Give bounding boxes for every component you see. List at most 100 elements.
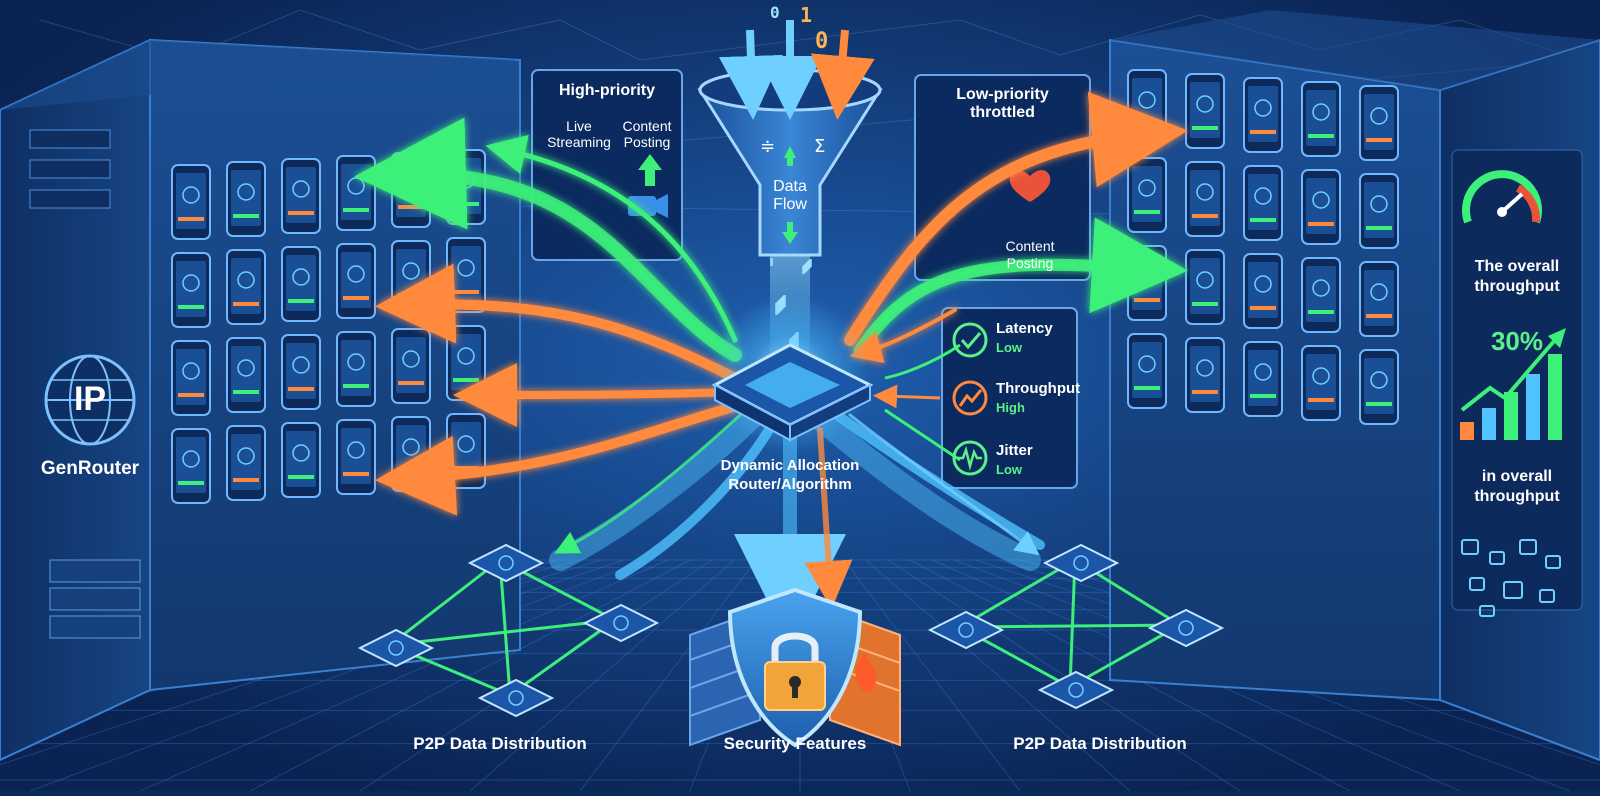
phone-device bbox=[281, 158, 321, 234]
phone-device bbox=[1301, 257, 1341, 333]
low-priority-title-line-2: throttled bbox=[970, 104, 1035, 121]
p2p-device bbox=[357, 628, 435, 668]
network-line bbox=[419, 19, 561, 51]
p2p-device bbox=[582, 603, 660, 643]
p2p-link bbox=[509, 618, 616, 697]
grid-line bbox=[29, 559, 647, 792]
phone-device bbox=[1359, 173, 1399, 249]
heart-icon bbox=[1009, 169, 1051, 202]
binary-digit: 1 bbox=[800, 3, 812, 27]
phone-device bbox=[1127, 333, 1167, 409]
phone-device bbox=[1243, 77, 1283, 153]
low-priority-flows bbox=[375, 91, 1188, 516]
phone-device bbox=[1243, 341, 1283, 417]
network-line bbox=[299, 9, 421, 51]
network-line bbox=[639, 19, 961, 61]
high-priority-title: High-priority bbox=[559, 82, 655, 99]
data-bit bbox=[802, 266, 805, 274]
phone-device bbox=[171, 252, 211, 328]
phone-device bbox=[1301, 169, 1341, 245]
right-side-panel bbox=[1451, 149, 1583, 611]
overall-throughput-title-line-1: The overall bbox=[1474, 258, 1560, 275]
phone-device bbox=[336, 419, 376, 495]
p2p-left-network bbox=[357, 543, 660, 718]
phone-device bbox=[391, 152, 431, 228]
phone-device bbox=[1359, 85, 1399, 161]
funnel-label-line-2: Flow bbox=[773, 196, 807, 213]
svg-text:≑: ≑ bbox=[760, 136, 775, 157]
speedometer-icon bbox=[1462, 170, 1542, 224]
padlock-icon bbox=[764, 632, 826, 711]
phone-device bbox=[1127, 245, 1167, 321]
grid-line bbox=[579, 559, 757, 792]
throughput-caption-line-1: in overall bbox=[1481, 468, 1553, 485]
phone-device bbox=[446, 325, 486, 401]
content-posting-line-2: Posting bbox=[623, 134, 671, 150]
content-posting-line-1: Content bbox=[622, 118, 672, 134]
p2p-device bbox=[927, 610, 1005, 650]
p2p-device bbox=[1147, 608, 1225, 648]
phone-device bbox=[226, 249, 266, 325]
growth-trend-arrow bbox=[1460, 328, 1566, 412]
phone-device bbox=[1301, 81, 1341, 157]
network-line bbox=[559, 19, 641, 61]
check-icon bbox=[952, 322, 988, 358]
growth-bar bbox=[1504, 392, 1518, 440]
growth-bar-chart bbox=[1460, 354, 1562, 440]
network-line bbox=[1059, 14, 1201, 56]
svg-text:Σ: Σ bbox=[814, 136, 825, 157]
phone-device bbox=[1185, 337, 1225, 413]
phone-device bbox=[1185, 73, 1225, 149]
phone-device bbox=[1243, 253, 1283, 329]
phone-device bbox=[281, 422, 321, 498]
grid-line bbox=[843, 559, 1021, 792]
phone-device bbox=[1359, 349, 1399, 425]
left-rack-vents bbox=[29, 129, 141, 639]
phone-device bbox=[1359, 261, 1399, 337]
phone-device bbox=[1185, 249, 1225, 325]
p2p-link bbox=[389, 618, 616, 647]
p2p-link bbox=[389, 558, 501, 647]
router-chip bbox=[710, 295, 874, 455]
network-line bbox=[959, 19, 1061, 56]
p2p-link bbox=[1069, 623, 1181, 689]
p2p-device bbox=[1042, 543, 1120, 583]
overall-throughput-title-line-2: throughput bbox=[1474, 278, 1560, 295]
upload-arrow-icon bbox=[638, 154, 662, 186]
grid-line bbox=[887, 559, 1241, 792]
phone-device bbox=[171, 428, 211, 504]
growth-bar bbox=[1548, 354, 1562, 440]
growth-bar bbox=[1482, 408, 1496, 440]
throughput-caption-line-2: throughput bbox=[1474, 488, 1560, 505]
p2p-right-network bbox=[927, 543, 1225, 710]
security-features-label: Security Features bbox=[723, 734, 867, 753]
growth-bar bbox=[1526, 374, 1540, 440]
p2p-device bbox=[477, 678, 555, 718]
low-priority-title-line-1: Low-priority bbox=[956, 86, 1049, 103]
p2p-link bbox=[498, 559, 512, 696]
cluster-icons bbox=[1461, 539, 1561, 617]
binary-digit: 0 bbox=[815, 29, 828, 54]
p2p-link bbox=[1068, 559, 1077, 688]
metric-throughput-name: Throughput bbox=[996, 380, 1081, 397]
phone-device bbox=[226, 425, 266, 501]
metric-throughput-level: High bbox=[996, 400, 1025, 415]
metric-connectors bbox=[873, 343, 961, 462]
p2p-link bbox=[959, 558, 1076, 629]
p2p-device bbox=[467, 543, 545, 583]
grid-line bbox=[139, 559, 669, 792]
phone-device bbox=[281, 334, 321, 410]
high-priority-flows bbox=[354, 117, 1188, 362]
data-bit bbox=[770, 258, 773, 266]
metric-latency-level: Low bbox=[996, 340, 1022, 355]
funnel-symbols: ≑ Σ bbox=[760, 136, 825, 244]
globe-icon bbox=[44, 354, 136, 446]
ip-logo-text: IP bbox=[73, 380, 107, 418]
trend-up-icon bbox=[952, 380, 988, 416]
throughput-percent: 30% bbox=[1490, 326, 1544, 356]
phone-device bbox=[1243, 165, 1283, 241]
phone-device bbox=[336, 331, 376, 407]
live-streaming-line-2: Streaming bbox=[547, 134, 611, 150]
